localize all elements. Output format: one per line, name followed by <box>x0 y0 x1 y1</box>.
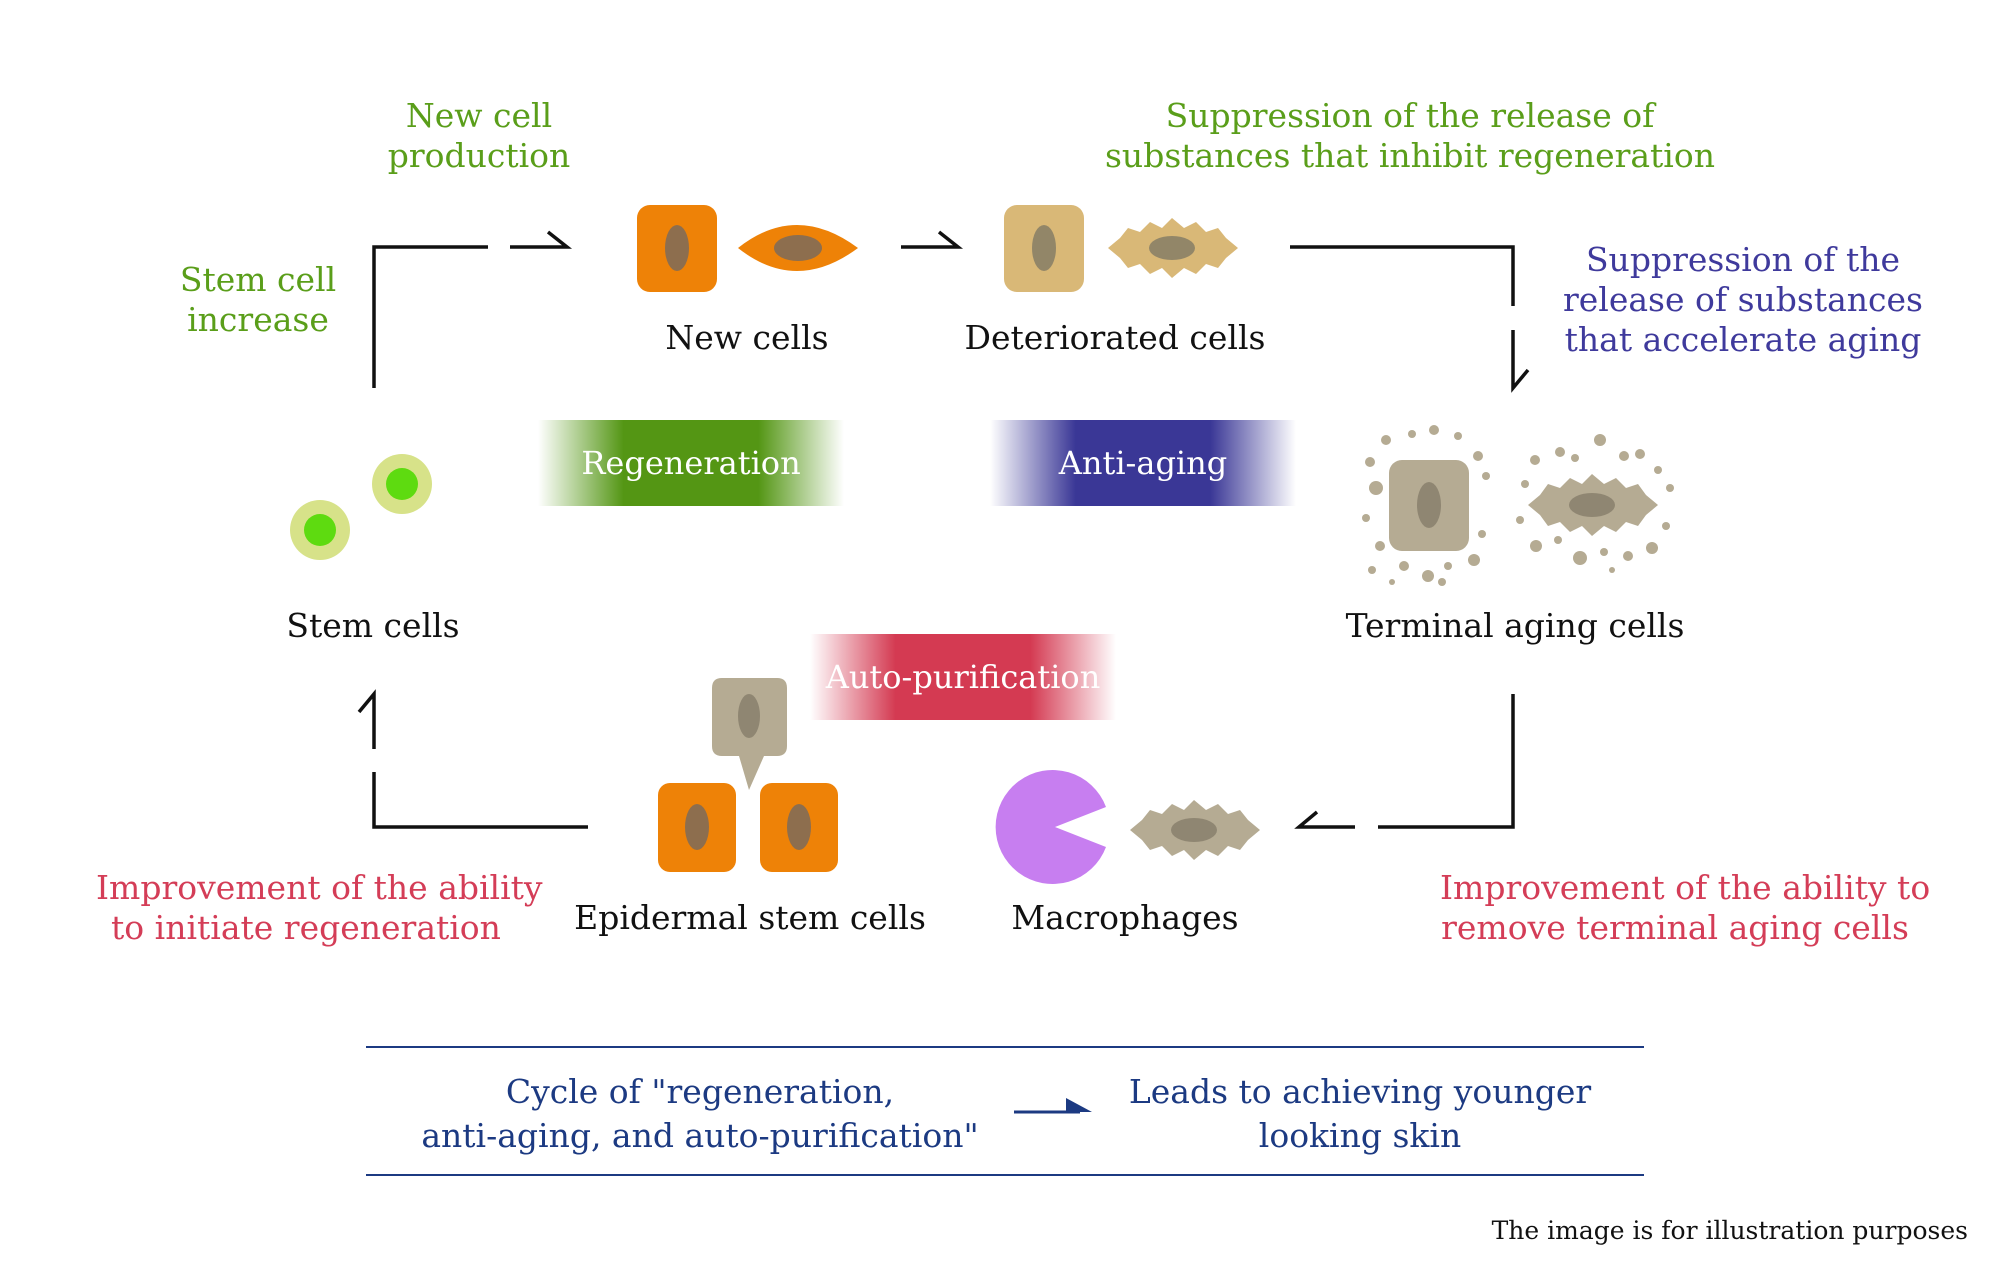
band-anti-aging: Anti-aging <box>990 420 1296 506</box>
footnote: The image is for illustration purposes <box>1491 1216 1968 1245</box>
terminal-aging-cell-square <box>1389 460 1469 551</box>
connector-stem-to-new <box>372 245 488 388</box>
epidermal-stem-cell-right <box>760 783 838 872</box>
arrow-to-deteriorated <box>901 230 964 249</box>
band-auto-purification: Auto-purification <box>810 634 1116 720</box>
arrow-to-terminal <box>1511 330 1530 393</box>
terminal-aging-cell-spiky <box>1528 474 1658 536</box>
connector-deteriorated-to-terminal <box>1290 245 1515 306</box>
macrophage-target-cell <box>1130 800 1260 860</box>
aging-particles <box>1362 425 1674 586</box>
epidermal-stem-cell-top <box>712 678 787 790</box>
arrow-to-new-cells <box>510 230 573 249</box>
deteriorated-cell-spiky <box>1108 218 1238 278</box>
label-terminal-aging-cells: Terminal aging cells <box>1345 606 1685 645</box>
summary-top-rule <box>366 1046 1644 1048</box>
stem-cell-2 <box>290 500 350 560</box>
new-cell-square <box>637 205 717 292</box>
macrophage <box>995 770 1106 885</box>
label-stem-cells: Stem cells <box>286 606 460 645</box>
summary-arrow <box>1014 1098 1092 1114</box>
label-macrophages: Macrophages <box>1011 898 1239 937</box>
band-regeneration: Regeneration <box>538 420 844 506</box>
summary-bottom-rule <box>366 1174 1644 1176</box>
label-epidermal-stem-cells: Epidermal stem cells <box>574 898 926 937</box>
connector-epidermal-left <box>372 772 588 829</box>
label-new-cells: New cells <box>665 318 829 357</box>
epidermal-stem-cell-left <box>658 783 736 872</box>
arrow-to-stem-cells <box>357 689 376 749</box>
label-deteriorated-cells: Deteriorated cells <box>964 318 1266 357</box>
stem-cell-1 <box>372 454 432 514</box>
connector-terminal-down <box>1378 694 1515 829</box>
arrow-to-macrophages <box>1294 810 1355 829</box>
summary-cycle: Cycle of "regeneration,anti-aging, and a… <box>421 1072 979 1155</box>
deteriorated-cell-square <box>1004 205 1084 292</box>
new-cell-spindle <box>738 225 858 271</box>
